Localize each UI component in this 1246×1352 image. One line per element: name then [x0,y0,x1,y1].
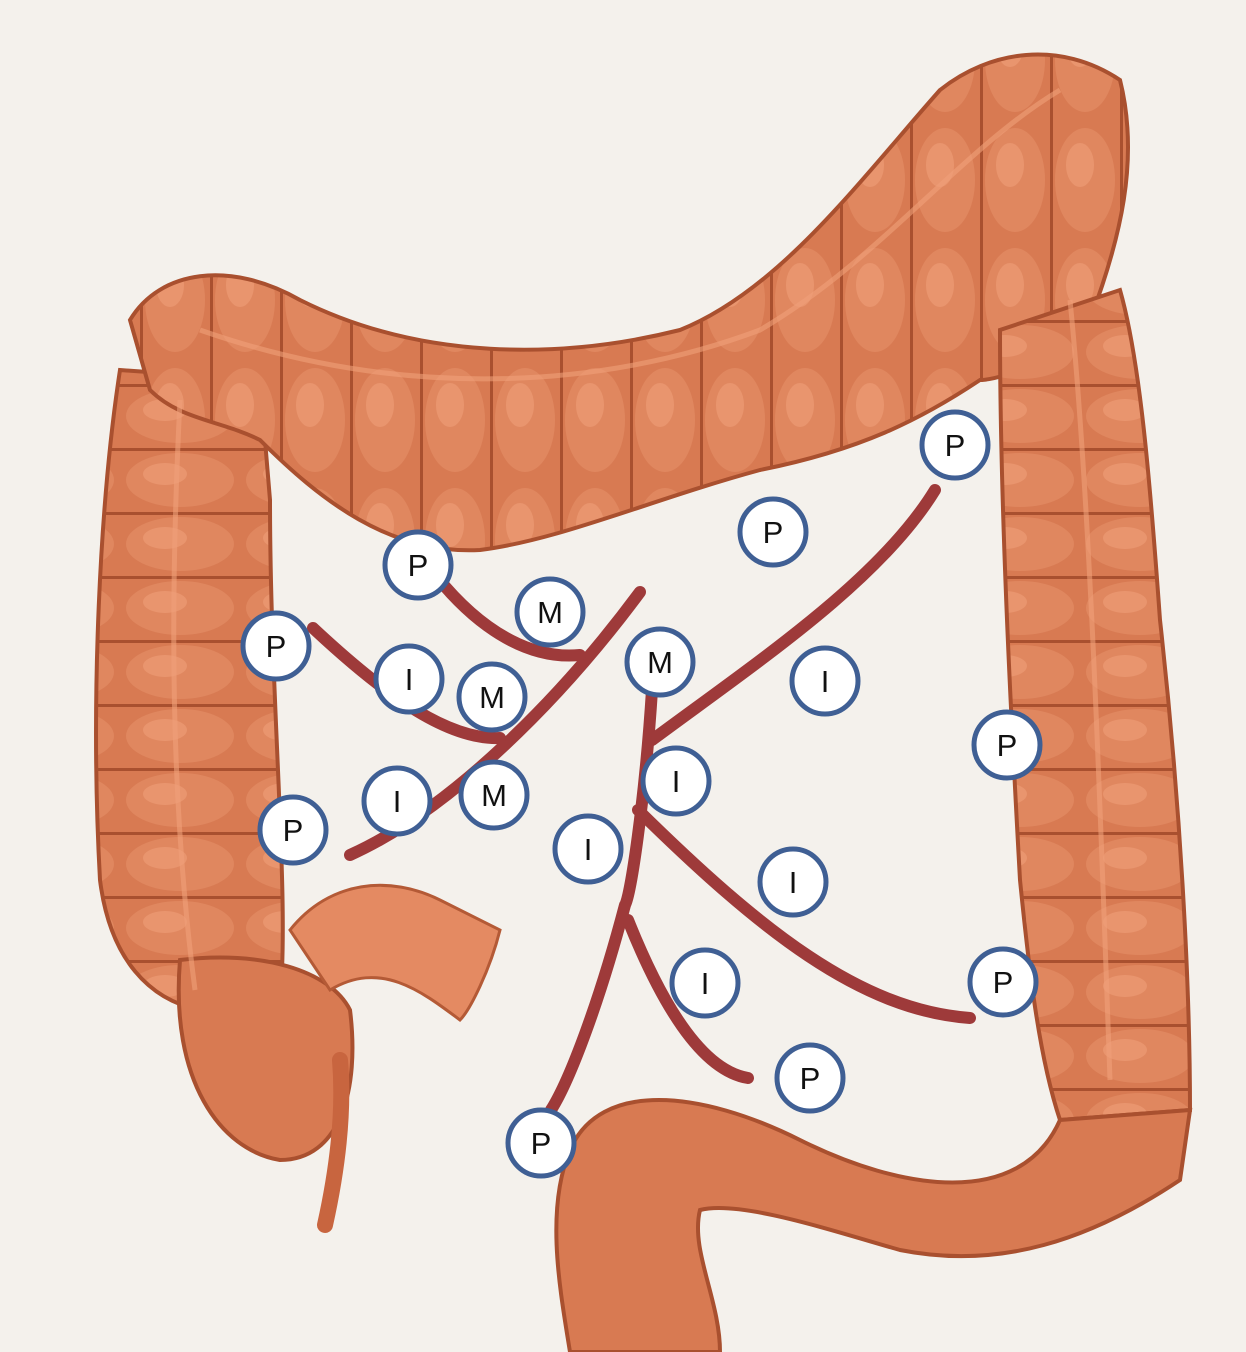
node-p: P [970,949,1036,1015]
node-p: P [922,412,988,478]
node-label: I [701,966,710,1001]
node-m: M [459,664,525,730]
node-label: I [584,832,593,867]
node-m: M [517,579,583,645]
node-label: P [531,1126,552,1161]
node-i: I [376,646,442,712]
node-p: P [777,1045,843,1111]
node-m: M [461,762,527,828]
node-label: M [481,778,507,813]
node-p: P [740,499,806,565]
node-label: P [800,1061,821,1096]
node-label: P [993,965,1014,1000]
node-label: I [789,865,798,900]
node-label: I [393,784,402,819]
node-p: P [243,613,309,679]
node-label: P [763,515,784,550]
node-i: I [643,748,709,814]
ascending-colon [96,370,283,1010]
node-label: M [479,680,505,715]
node-i: I [555,816,621,882]
node-m: M [627,629,693,695]
node-label: P [945,428,966,463]
node-label: P [997,728,1018,763]
node-label: P [408,548,429,583]
node-i: I [364,768,430,834]
node-i: I [792,648,858,714]
node-p: P [385,532,451,598]
node-i: I [760,849,826,915]
node-i: I [672,950,738,1016]
node-p: P [508,1110,574,1176]
node-p: P [974,712,1040,778]
node-label: M [647,645,673,680]
node-label: I [405,662,414,697]
node-label: M [537,595,563,630]
node-label: I [672,764,681,799]
node-label: P [283,813,304,848]
node-label: P [266,629,287,664]
node-p: P [260,797,326,863]
node-label: I [821,664,830,699]
